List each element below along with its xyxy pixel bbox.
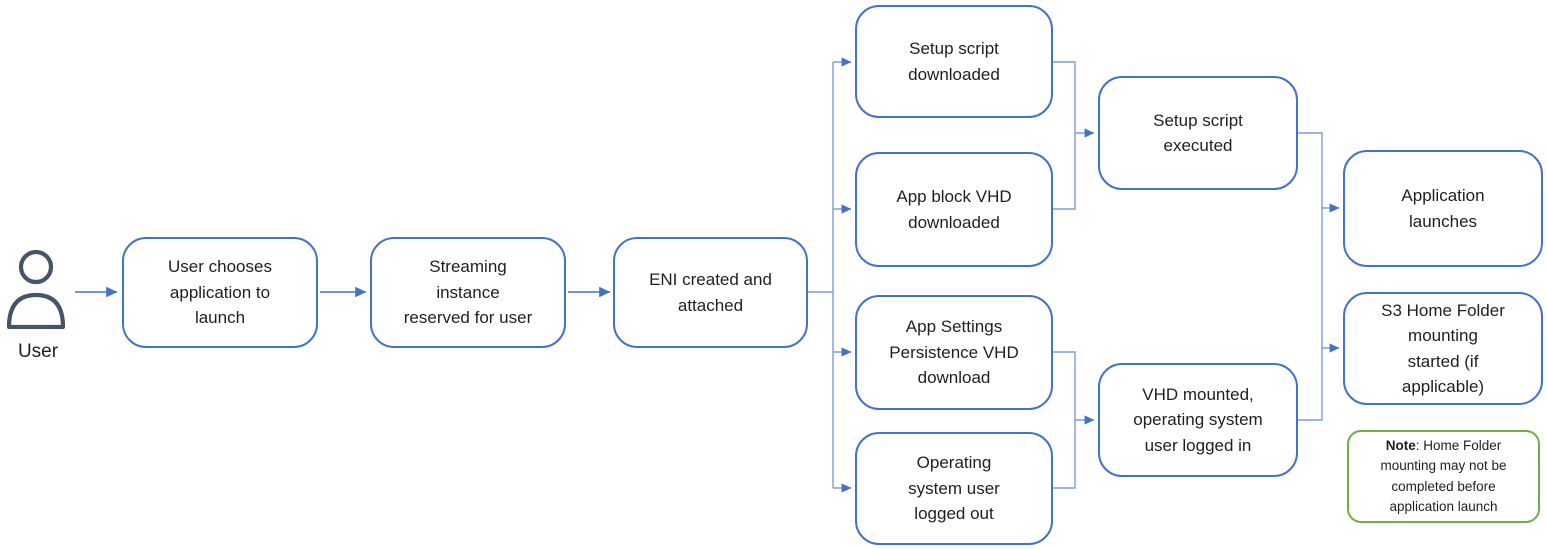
s3-line-1: S3 Home Folder (1381, 300, 1505, 320)
node-eni: ENI created and attached (613, 237, 808, 348)
note-rest: : Home Folder mounting may not be comple… (1380, 438, 1507, 514)
node-label-choose-app: User chooses application to launch (168, 257, 272, 328)
s3-line-3: started (if (1407, 351, 1479, 371)
node-label-streaming-instance: Streaming instance reserved for user (403, 257, 533, 328)
note-bold-prefix: Note (1385, 438, 1416, 453)
merge-line-setup-script (1053, 61, 1076, 210)
final-merge-line (1298, 132, 1323, 421)
node-os-user-logged-out: Operating system user logged out (855, 432, 1053, 545)
node-label-eni: ENI created and attached (649, 270, 772, 315)
node-label-os-user-logged-out: Operating system user logged out (908, 453, 1000, 524)
note-text: Note: Home Folder mounting may not be co… (1373, 436, 1515, 517)
node-setup-script-executed: Setup script executed (1098, 76, 1298, 190)
node-streaming-instance: Streaming instance reserved for user (370, 237, 566, 348)
branch-split-line (808, 62, 834, 488)
node-label-s3-home-folder: S3 Home Folder mounting started (if appl… (1381, 298, 1505, 400)
node-vhd-mounted: VHD mounted, operating system user logge… (1098, 363, 1298, 477)
person-head (18, 249, 54, 285)
node-s3-home-folder: S3 Home Folder mounting started (if appl… (1343, 292, 1543, 405)
node-app-settings-vhd: App Settings Persistence VHD download (855, 295, 1053, 410)
node-label-app-block-vhd: App block VHD downloaded (896, 187, 1012, 232)
person-icon (6, 249, 70, 333)
node-label-vhd-mounted: VHD mounted, operating system user logge… (1133, 384, 1263, 455)
node-app-block-vhd: App block VHD downloaded (855, 152, 1053, 267)
node-label-setup-script-executed: Setup script executed (1153, 110, 1243, 156)
note-box: Note: Home Folder mounting may not be co… (1347, 430, 1540, 523)
node-application-launches: Application launches (1343, 150, 1543, 267)
merge-line-vhd (1053, 351, 1076, 489)
node-label-setup-script-downloaded: Setup script downloaded (908, 39, 1000, 84)
node-label-app-settings-vhd: App Settings Persistence VHD download (889, 317, 1019, 388)
s3-line-2: mounting (1408, 326, 1478, 345)
node-label-application-launches: Application launches (1401, 186, 1485, 231)
user-label: User (17, 341, 59, 362)
s3-line-4: applicable) (1401, 377, 1485, 396)
node-choose-app: User chooses application to launch (122, 237, 318, 348)
node-setup-script-downloaded: Setup script downloaded (855, 5, 1053, 118)
person-body (6, 292, 66, 329)
